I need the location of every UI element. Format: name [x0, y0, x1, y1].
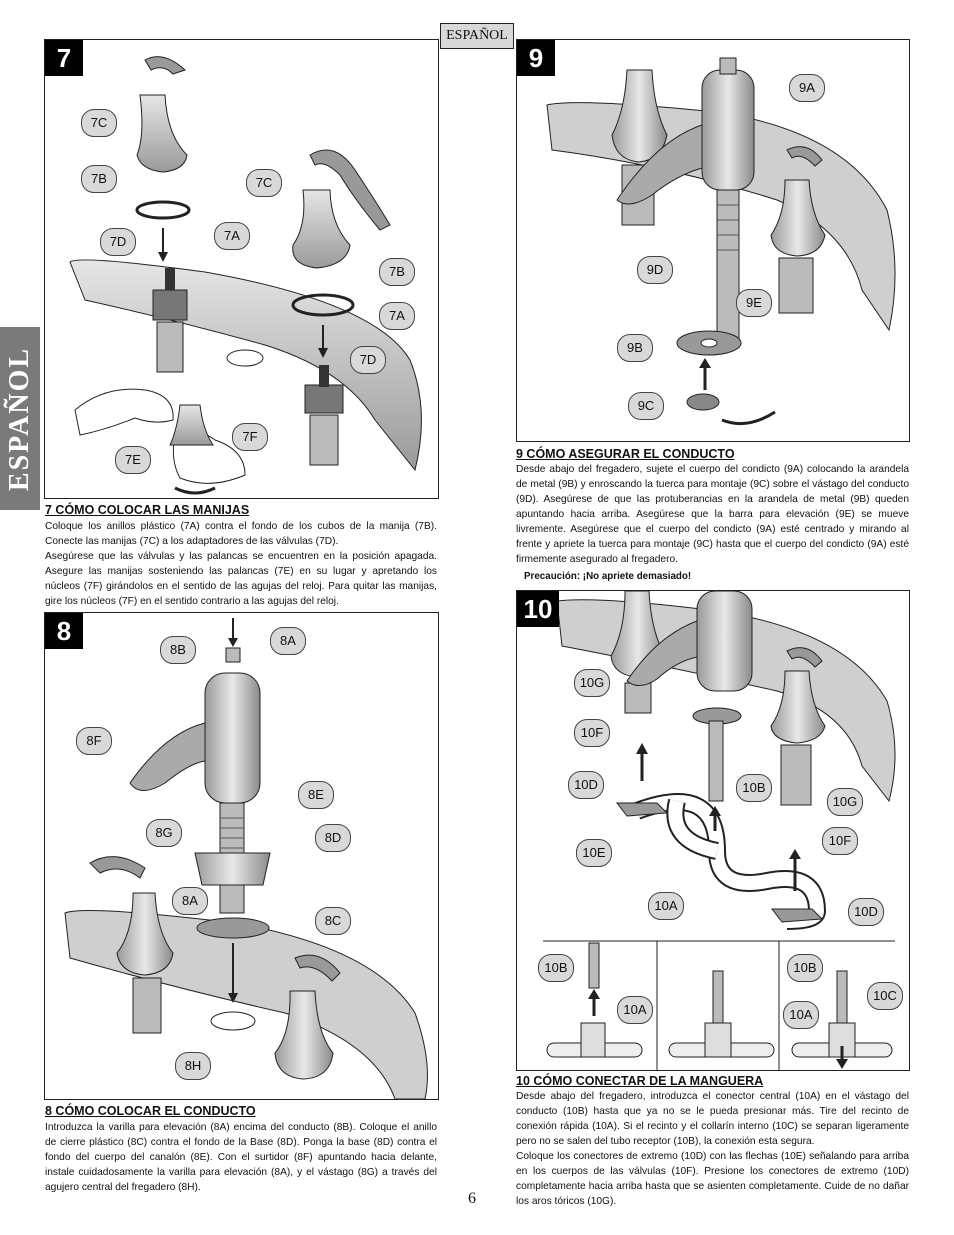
step7-paragraph: Asegúrese que las válvulas y las palanca… — [45, 551, 437, 607]
step7-paragraph: Coloque los anillos plástico (7A) contra… — [45, 521, 437, 547]
callout-8e: 8E — [298, 781, 334, 809]
callout-7d: 7D — [100, 228, 136, 256]
callout-10b: 10B — [787, 954, 823, 982]
step9-figure: 9 9A 9D 9E 9B 9C — [516, 39, 910, 442]
step10-figure: 10 10G 10F 10D 10B 10G 10F 10E 10A 10D 1… — [516, 590, 910, 1071]
step7-title: 7 CÓMO COLOCAR LAS MANIJAS — [45, 503, 250, 517]
step7-illustration — [69, 56, 422, 495]
sidebar-language-label: ESPAÑOL — [4, 346, 35, 491]
step9-illustration — [546, 57, 896, 426]
callout-10a: 10A — [783, 1001, 819, 1029]
callout-9e: 9E — [736, 289, 772, 317]
callout-10b: 10B — [538, 954, 574, 982]
step10-illustration — [543, 591, 896, 1070]
step9-paragraph: Desde abajo del fregadero, sujete el cue… — [516, 464, 909, 565]
step8-paragraph: Introduzca la varilla para elevación (8A… — [45, 1122, 437, 1193]
sidebar-language-tab: ESPAÑOL — [0, 327, 40, 510]
callout-10a: 10A — [648, 892, 684, 920]
callout-7f: 7F — [232, 423, 268, 451]
callout-7c: 7C — [246, 169, 282, 197]
step7-figure: 7 7C 7B 7C 7A 7D 7B 7A 7D 7F 7E — [44, 39, 439, 499]
step10-number: 10 — [517, 591, 559, 627]
callout-7a: 7A — [214, 222, 250, 250]
callout-10f: 10F — [574, 719, 610, 747]
callout-7b: 7B — [379, 258, 415, 286]
step7-number: 7 — [45, 40, 83, 76]
callout-10f: 10F — [822, 827, 858, 855]
step10-body: Desde abajo del fregadero, introduzca el… — [516, 1089, 909, 1209]
step10-paragraph: Coloque los conectores de extremo (10D) … — [516, 1151, 909, 1207]
callout-9b: 9B — [617, 334, 653, 362]
step10-title: 10 CÓMO CONECTAR DE LA MANGUERA — [516, 1074, 764, 1088]
page-number: 6 — [468, 1190, 476, 1207]
callout-10d: 10D — [848, 898, 884, 926]
callout-10e: 10E — [576, 839, 612, 867]
step8-illustration — [64, 618, 428, 1099]
callout-10g: 10G — [574, 669, 610, 697]
callout-8b: 8B — [160, 636, 196, 664]
step9-number: 9 — [517, 40, 555, 76]
callout-9c: 9C — [628, 392, 664, 420]
callout-10a: 10A — [617, 996, 653, 1024]
step10-paragraph: Desde abajo del fregadero, introduzca el… — [516, 1091, 909, 1147]
callout-8a: 8A — [172, 887, 208, 915]
callout-9a: 9A — [789, 74, 825, 102]
callout-10g: 10G — [827, 788, 863, 816]
language-label: ESPAÑOL — [440, 23, 514, 49]
step8-number: 8 — [45, 613, 83, 649]
step7-body: Coloque los anillos plástico (7A) contra… — [45, 519, 437, 609]
callout-8a: 8A — [270, 627, 306, 655]
callout-7e: 7E — [115, 446, 151, 474]
step8-body: Introduzca la varilla para elevación (8A… — [45, 1120, 437, 1195]
callout-7b: 7B — [81, 165, 117, 193]
callout-8h: 8H — [175, 1052, 211, 1080]
callout-7c: 7C — [81, 109, 117, 137]
callout-8f: 8F — [76, 727, 112, 755]
callout-7d: 7D — [350, 346, 386, 374]
callout-9d: 9D — [637, 256, 673, 284]
callout-10d: 10D — [568, 771, 604, 799]
step8-figure: 8 8B 8A 8F 8E 8G 8D 8A 8C 8H — [44, 612, 439, 1100]
callout-8g: 8G — [146, 819, 182, 847]
callout-7a: 7A — [379, 302, 415, 330]
callout-10b: 10B — [736, 774, 772, 802]
callout-8c: 8C — [315, 907, 351, 935]
callout-10c: 10C — [867, 982, 903, 1010]
step9-body: Desde abajo del fregadero, sujete el cue… — [516, 462, 909, 584]
step8-title: 8 CÓMO COLOCAR EL CONDUCTO — [45, 1104, 256, 1118]
step9-caution: Precaución: ¡No apriete demasiado! — [524, 571, 692, 582]
callout-8d: 8D — [315, 824, 351, 852]
step9-title: 9 CÓMO ASEGURAR EL CONDUCTO — [516, 447, 735, 461]
